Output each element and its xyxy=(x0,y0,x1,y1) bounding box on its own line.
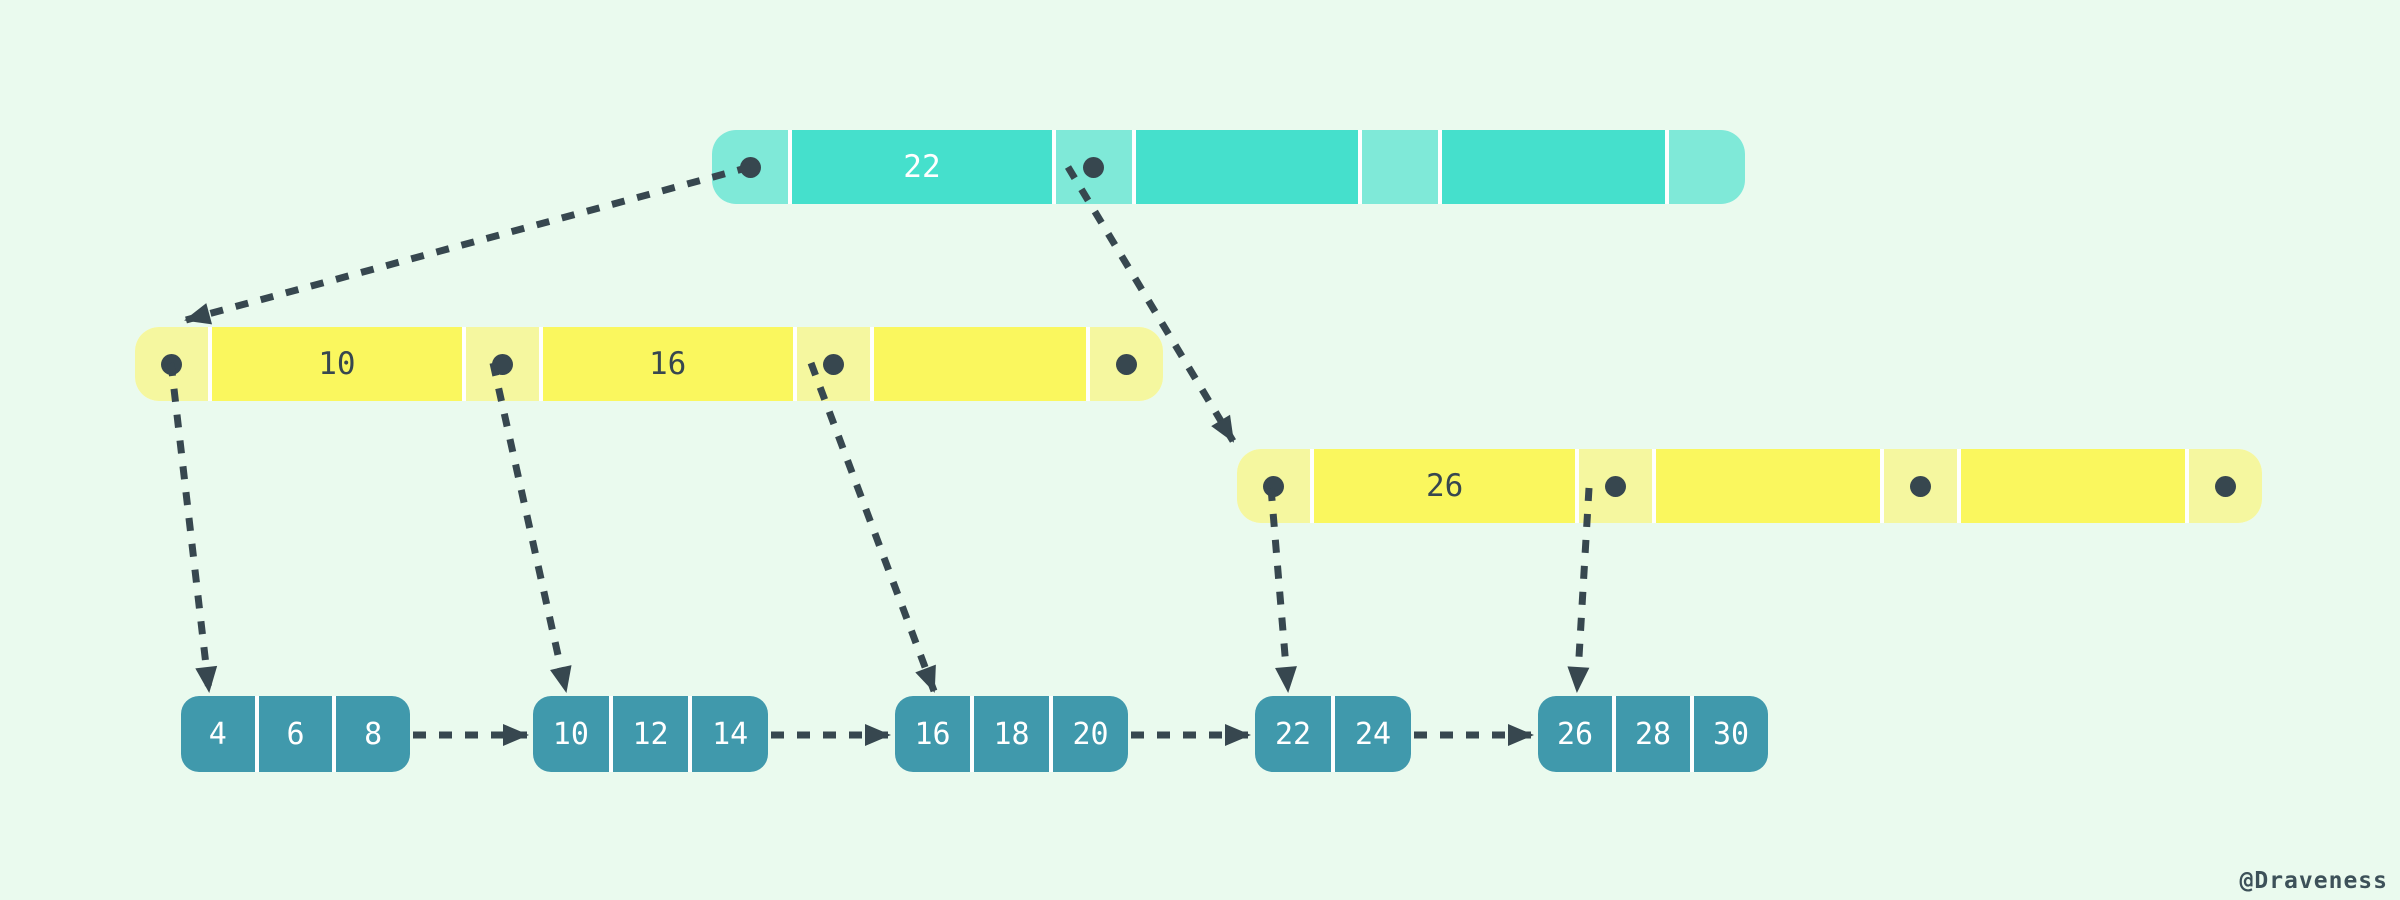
root-pointer-cell-2 xyxy=(1055,130,1132,204)
internal-right-pointer-cell-3 xyxy=(1884,449,1958,523)
pointer-dot xyxy=(1605,475,1627,497)
leaf-value-cell: 30 xyxy=(1694,696,1768,772)
leaf-value-cell: 10 xyxy=(533,696,609,772)
internal-node-right: 26 xyxy=(1237,449,2262,523)
internal-left-pointer-cell-4 xyxy=(1090,327,1163,401)
leaf-value-cell: 16 xyxy=(895,696,970,772)
root-pointer-cell-3-empty xyxy=(1362,130,1439,204)
internal-left-key-cell-2: 16 xyxy=(542,327,793,401)
internal-right-pointer-cell-2 xyxy=(1579,449,1653,523)
internal-left-key-cell-3-empty xyxy=(873,327,1087,401)
pointer-dot xyxy=(1263,475,1284,497)
root-node: 22 xyxy=(712,130,1745,204)
root-pointer-cell-4-empty xyxy=(1669,130,1745,204)
leaf-node-3: 16 18 20 xyxy=(895,696,1128,772)
leaf-node-1: 4 6 8 xyxy=(181,696,410,772)
leaf-node-5: 26 28 30 xyxy=(1538,696,1768,772)
internal-left-pointer-cell-3 xyxy=(796,327,870,401)
pointer-dot xyxy=(1910,475,1932,497)
leaf-value-cell: 4 xyxy=(181,696,255,772)
pointer-dot xyxy=(161,353,182,375)
pointer-dot xyxy=(1083,156,1105,178)
internal-right-key-cell-3-empty xyxy=(1961,449,2185,523)
leaf-value-cell: 24 xyxy=(1335,696,1411,772)
internal-right-key-cell-1: 26 xyxy=(1314,449,1576,523)
internal-node-left: 10 16 xyxy=(135,327,1163,401)
arrow-internal-left-to-leaf-3 xyxy=(807,361,938,693)
root-key-cell-2-empty xyxy=(1135,130,1359,204)
leaf-node-4: 22 24 xyxy=(1255,696,1411,772)
pointer-dot xyxy=(1116,353,1138,375)
pointer-dot xyxy=(2215,475,2236,497)
root-key-cell-1: 22 xyxy=(792,130,1052,204)
internal-right-pointer-cell-4 xyxy=(2189,449,2262,523)
leaf-value-cell: 6 xyxy=(258,696,333,772)
internal-left-key-cell-1: 10 xyxy=(212,327,462,401)
leaf-value-cell: 12 xyxy=(612,696,689,772)
watermark: @Draveness xyxy=(2239,868,2388,894)
leaf-value-cell: 26 xyxy=(1538,696,1612,772)
pointer-dot xyxy=(822,353,844,375)
arrow-internal-left-to-leaf-1 xyxy=(167,362,218,693)
root-pointer-cell-1 xyxy=(712,130,788,204)
leaf-value-cell: 18 xyxy=(974,696,1049,772)
internal-right-key-cell-2-empty xyxy=(1656,449,1881,523)
pointer-dot xyxy=(739,156,761,178)
internal-left-pointer-cell-2 xyxy=(465,327,539,401)
root-key-cell-3-empty xyxy=(1442,130,1666,204)
leaf-value-cell: 20 xyxy=(1053,696,1128,772)
leaf-value-cell: 22 xyxy=(1255,696,1331,772)
leaf-value-cell: 28 xyxy=(1616,696,1690,772)
arrow-root-to-internal-left xyxy=(184,163,751,325)
arrow-internal-left-to-leaf-2 xyxy=(489,362,572,693)
leaf-value-cell: 14 xyxy=(692,696,768,772)
internal-left-pointer-cell-1 xyxy=(135,327,208,401)
leaf-node-2: 10 12 14 xyxy=(533,696,768,772)
internal-right-pointer-cell-1 xyxy=(1237,449,1310,523)
leaf-value-cell: 8 xyxy=(336,696,410,772)
pointer-dot xyxy=(491,353,513,375)
